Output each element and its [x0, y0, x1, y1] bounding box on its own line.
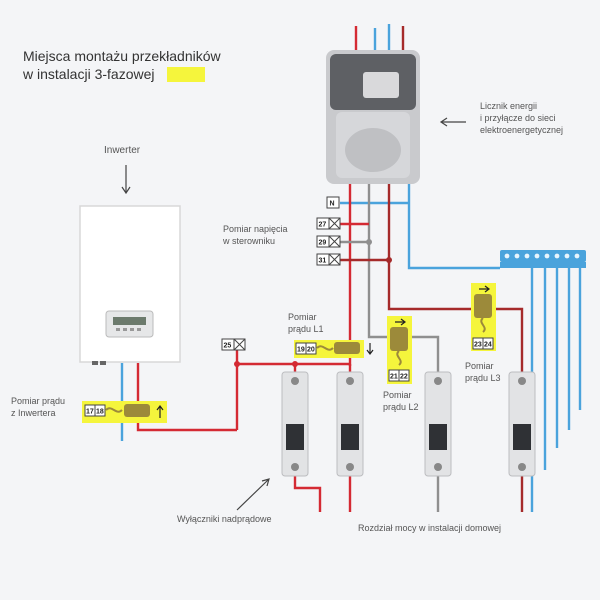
energy-meter	[326, 50, 420, 184]
ct-l1-terminal-b: 20	[307, 347, 315, 354]
breaker-1	[281, 371, 309, 477]
l3-label-line1: Pomiar	[465, 361, 494, 371]
ct-l1-terminal-a: 19	[297, 347, 305, 354]
meter-label-line2: i przyłącze do sieci	[480, 113, 556, 123]
ct-inverter-arrow-icon	[156, 405, 164, 418]
ct-l2-arrow-icon	[395, 318, 406, 326]
ct-l3-terminal-b: 24	[484, 342, 492, 349]
terminal-31: 31	[316, 253, 341, 266]
terminal-n: N	[326, 196, 340, 209]
title-line1: Miejsca montażu przekładników	[23, 48, 222, 64]
terminal-n-label: N	[330, 201, 335, 208]
terminal-27: 27	[316, 217, 341, 230]
ct-l1-arrow-icon	[366, 343, 374, 355]
junction-dots	[234, 239, 392, 367]
meter-label-line3: elektroenergetycznej	[480, 125, 563, 135]
ct-inverter-terminal-a: 17	[86, 409, 94, 416]
terminal-25-label: 25	[224, 343, 232, 350]
l1-label-line1: Pomiar	[288, 312, 317, 322]
ct-l3: 23 24	[471, 283, 496, 351]
title-line2: w instalacji 3-fazowej	[22, 66, 155, 82]
terminal-31-label: 31	[319, 258, 327, 265]
neutral-bus-bar	[500, 250, 586, 268]
ct-inverter: 17 18	[82, 401, 167, 423]
breakers-arrow-icon	[236, 478, 270, 511]
voltage-label-line1: Pomiar napięcia	[223, 224, 288, 234]
inverter-arrow-icon	[121, 165, 131, 195]
meter-arrow-icon	[439, 117, 466, 127]
breaker-3	[424, 371, 452, 477]
breaker-2	[336, 371, 364, 477]
l3-label-line2: prądu L3	[465, 373, 501, 383]
terminal-27-label: 27	[319, 222, 327, 229]
ct-l2: 21 22	[387, 316, 412, 384]
terminal-29: 29	[316, 235, 341, 248]
breaker-4	[508, 371, 536, 477]
terminal-29-label: 29	[319, 240, 327, 247]
voltage-label-line2: w sterowniku	[222, 236, 275, 246]
l1-label-line2: prądu L1	[288, 324, 324, 334]
inverter-ct-label-line2: z Inwertera	[11, 408, 56, 418]
ct-l2-terminal-b: 22	[400, 374, 408, 381]
terminal-25: 25	[221, 338, 246, 351]
title-highlight-swatch	[167, 67, 205, 82]
meter-label-line1: Licznik energii	[480, 101, 537, 111]
distribution-label: Rozdział mocy w instalacji domowej	[358, 523, 501, 533]
inverter-label: Inwerter	[104, 145, 141, 156]
ct-l1: 19 20	[294, 340, 374, 358]
ct-l2-terminal-a: 21	[390, 374, 398, 381]
ct-inverter-terminal-b: 18	[96, 409, 104, 416]
ct-l3-terminal-a: 23	[474, 342, 482, 349]
breakers-label: Wyłączniki nadprądowe	[177, 514, 271, 524]
l2-label-line2: prądu L2	[383, 402, 419, 412]
inverter-ct-label-line1: Pomiar prądu	[11, 396, 65, 406]
inverter	[79, 205, 181, 365]
l2-label-line1: Pomiar	[383, 390, 412, 400]
ct-l3-arrow-icon	[479, 285, 490, 293]
